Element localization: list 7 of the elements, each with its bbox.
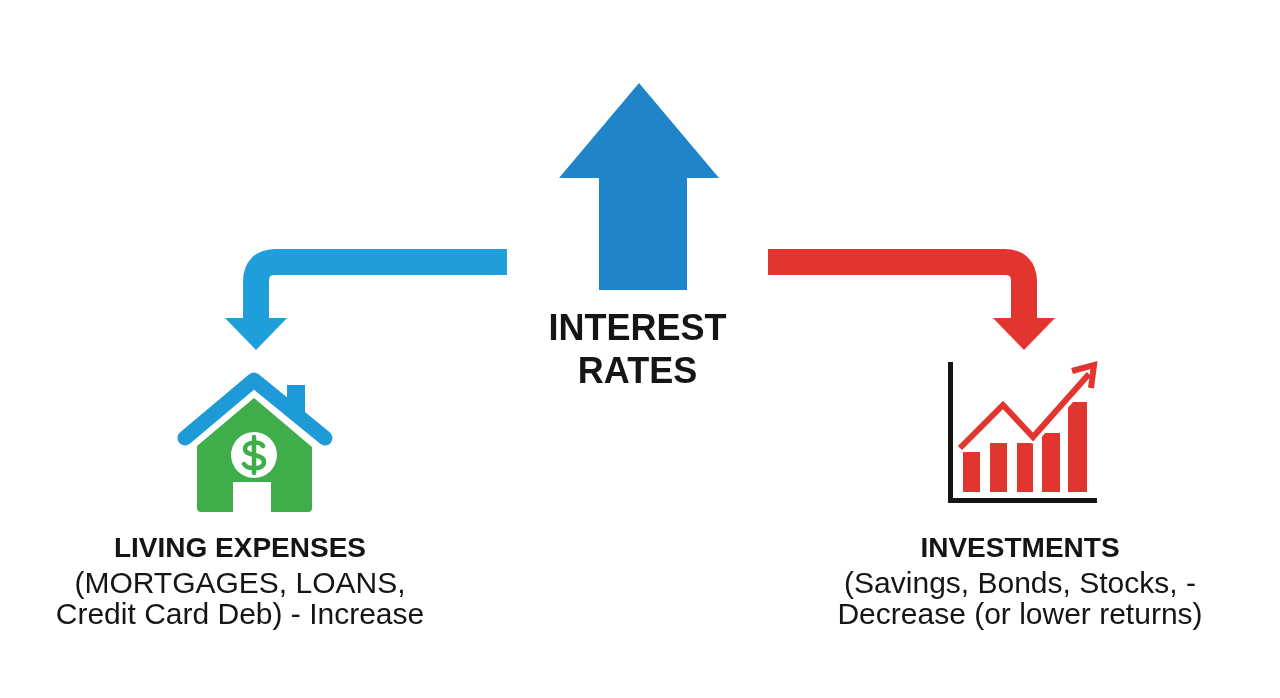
node-heading: INVESTMENTS: [919, 532, 1121, 564]
node-description: (Savings, Bonds, Stocks, - Decrease (or lower returns): [836, 567, 1204, 629]
arrow: [768, 249, 1055, 350]
node-heading: LIVING EXPENSES: [112, 532, 368, 564]
node-description: (MORTGAGES, LOANS, Credit Card Deb) - Increase: [54, 567, 426, 629]
node-label: INTEREST RATES: [547, 306, 728, 392]
arrow: [225, 249, 507, 350]
